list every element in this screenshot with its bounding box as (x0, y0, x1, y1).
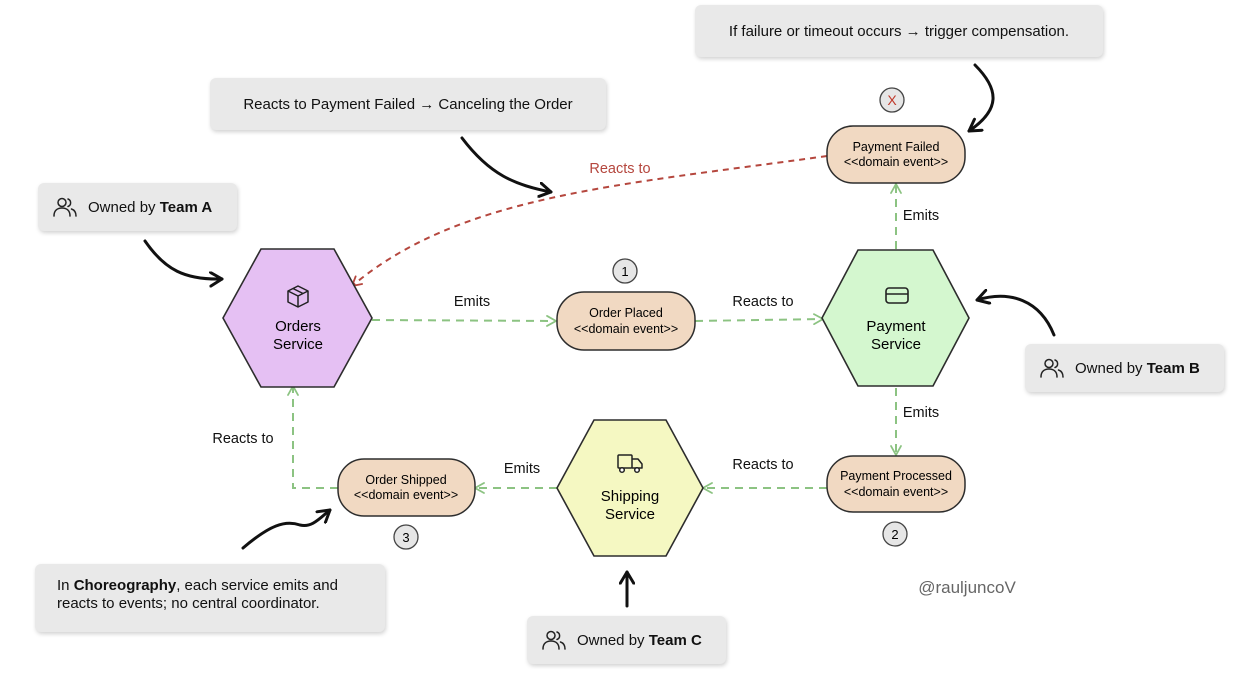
step-badge-3-label: 3 (402, 530, 409, 545)
payment-service-name-line2: Service (871, 336, 921, 353)
label-payment-emits-failed: Emits (903, 208, 939, 224)
note-choreography-post: , each service emits and reacts to event… (57, 577, 338, 612)
label-placed-reacts-to: Reacts to (732, 294, 793, 310)
truck-icon (617, 454, 643, 474)
shipping-service: Shipping Service (556, 419, 704, 557)
owner-team: Team B (1146, 359, 1200, 377)
step-badge-2-label: 2 (891, 527, 898, 542)
note-cancel-order: Reacts to Payment Failed → Canceling the… (210, 78, 606, 130)
step-badge-2: 2 (882, 521, 908, 547)
orders-service-name-line2: Service (273, 336, 323, 353)
event-payment-failed-name: Payment Failed (853, 140, 940, 154)
shipping-service-name-line2: Service (605, 506, 655, 523)
owner-badge-team-c: Owned by Team C (527, 616, 726, 664)
note-choreography-term: Choreography (73, 577, 177, 594)
people-icon (1040, 358, 1064, 378)
pointer-arrow-choreography (241, 508, 332, 550)
orders-service: Orders Service (222, 248, 373, 388)
orders-service-hexagon (222, 248, 373, 388)
label-orders-emits: Emits (454, 294, 490, 310)
edge-order-shipped-to-orders (287, 384, 338, 489)
package-icon (287, 285, 309, 308)
shipping-service-hexagon (556, 419, 704, 557)
step-badge-failure-label: X (887, 92, 897, 108)
owner-badge-team-c-text: Owned by Team C (577, 632, 702, 649)
event-order-shipped-name: Order Shipped (365, 473, 446, 487)
owner-prefix: Owned by (577, 631, 649, 649)
edge-orders-to-order-placed (371, 315, 558, 327)
pointer-arrow-cancel (460, 136, 553, 192)
shipping-service-name-line1: Shipping (601, 488, 659, 505)
event-order-shipped-stereotype: <<domain event>> (354, 488, 458, 502)
event-payment-failed: Payment Failed <<domain event>> (826, 125, 966, 184)
event-payment-processed: Payment Processed <<domain event>> (826, 455, 966, 513)
owner-badge-team-a-text: Owned by Team A (88, 199, 212, 216)
step-badge-3: 3 (393, 524, 419, 550)
event-order-placed: Order Placed <<domain event>> (556, 291, 696, 351)
event-order-shipped: Order Shipped <<domain event>> (337, 458, 476, 517)
step-badge-1: 1 (612, 258, 638, 284)
owner-team: Team A (159, 198, 213, 216)
owner-prefix: Owned by (88, 198, 160, 216)
edge-order-placed-to-payment (694, 313, 825, 326)
owner-badge-team-a: Owned by Team A (38, 183, 237, 231)
pointer-arrow-team-b (975, 296, 1056, 337)
event-payment-failed-stereotype: <<domain event>> (844, 155, 948, 169)
owner-team: Team C (648, 631, 702, 649)
payment-service-hexagon (821, 249, 970, 387)
note-choreography-pre: In (57, 577, 74, 594)
label-shipped-reacts-to: Reacts to (212, 431, 273, 447)
label-shipping-emits: Emits (504, 461, 540, 477)
pointer-arrow-team-a (143, 239, 224, 279)
step-badge-failure: X (879, 87, 905, 113)
event-order-placed-name: Order Placed (589, 306, 663, 320)
note-compensation: If failure or timeout occurs → trigger c… (695, 5, 1103, 57)
payment-service-name-line1: Payment (866, 318, 926, 335)
owner-badge-team-b: Owned by Team B (1025, 344, 1224, 392)
owner-prefix: Owned by (1075, 359, 1147, 377)
event-payment-processed-name: Payment Processed (840, 469, 952, 483)
people-icon (53, 197, 77, 217)
pointer-arrow-compensation (967, 63, 995, 133)
event-payment-processed-stereotype: <<domain event>> (844, 485, 948, 499)
people-icon (542, 630, 566, 650)
note-compensation-text: If failure or timeout occurs → trigger c… (728, 22, 1070, 40)
note-choreography: In Choreography, each service emits and … (35, 564, 385, 632)
orders-service-name-line1: Orders (275, 318, 321, 335)
owner-badge-team-b-text: Owned by Team B (1075, 360, 1200, 377)
payment-service: Payment Service (821, 249, 970, 387)
credit-card-icon (885, 287, 909, 304)
note-cancel-order-text: Reacts to Payment Failed → Canceling the… (243, 95, 573, 113)
step-badge-1-label: 1 (621, 264, 628, 279)
event-order-placed-stereotype: <<domain event>> (574, 322, 678, 336)
label-payment-emits-processed: Emits (903, 405, 939, 421)
label-processed-reacts-to: Reacts to (732, 457, 793, 473)
author-signature: @rauljuncoV (918, 578, 1016, 597)
label-failed-reacts-to: Reacts to (589, 161, 650, 177)
